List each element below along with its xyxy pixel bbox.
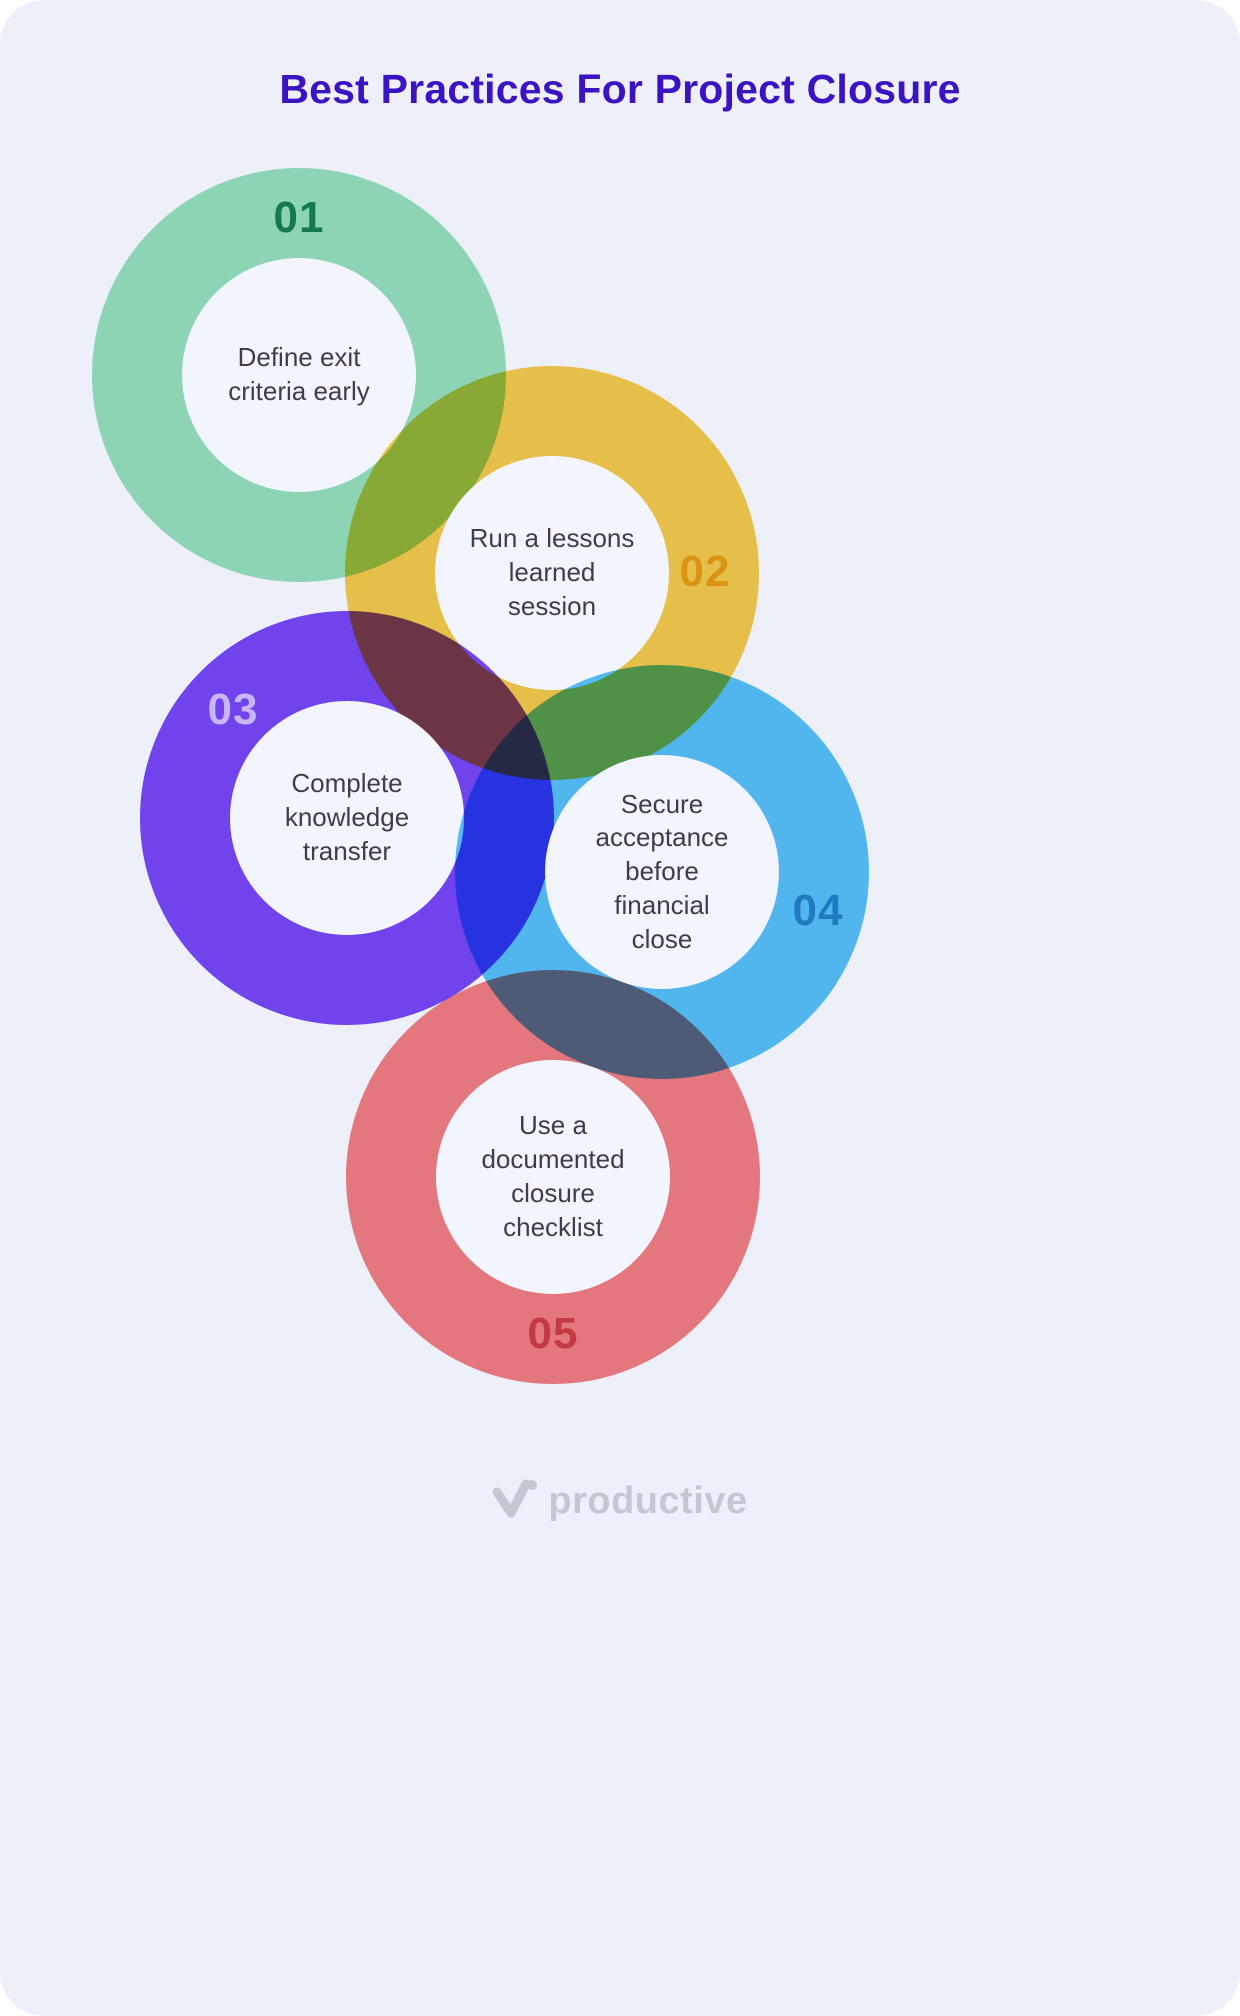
productive-logo-icon (492, 1478, 538, 1525)
practice-05-disc: Use a documented closure checklist (436, 1060, 670, 1294)
brand-name: productive (548, 1480, 748, 1522)
practice-01-number: 01 (273, 193, 325, 242)
practice-03-number: 03 (207, 685, 259, 734)
page-title: Best Practices For Project Closure (279, 66, 961, 112)
practice-03-disc: Complete knowledge transfer (230, 701, 464, 935)
practice-02-label: Run a lessons learned session (469, 523, 635, 621)
practice-05-donut: 05 Use a documented closure checklist (346, 970, 760, 1384)
practice-04-disc: Secure acceptance before financial close (545, 755, 779, 989)
practice-04-number: 04 (792, 886, 844, 935)
practice-03-label: Complete knowledge transfer (284, 768, 410, 866)
practice-01-label: Define exit criteria early (228, 342, 370, 406)
practice-02-number: 02 (679, 547, 731, 596)
practice-04-label: Secure acceptance before financial close (595, 788, 729, 954)
practice-05-number: 05 (527, 1309, 579, 1358)
practice-01-disc: Define exit criteria early (182, 258, 416, 492)
brand-logo: productive (0, 1478, 1240, 1525)
practice-05-label: Use a documented closure checklist (481, 1110, 625, 1242)
practice-02-disc: Run a lessons learned session (435, 456, 669, 690)
